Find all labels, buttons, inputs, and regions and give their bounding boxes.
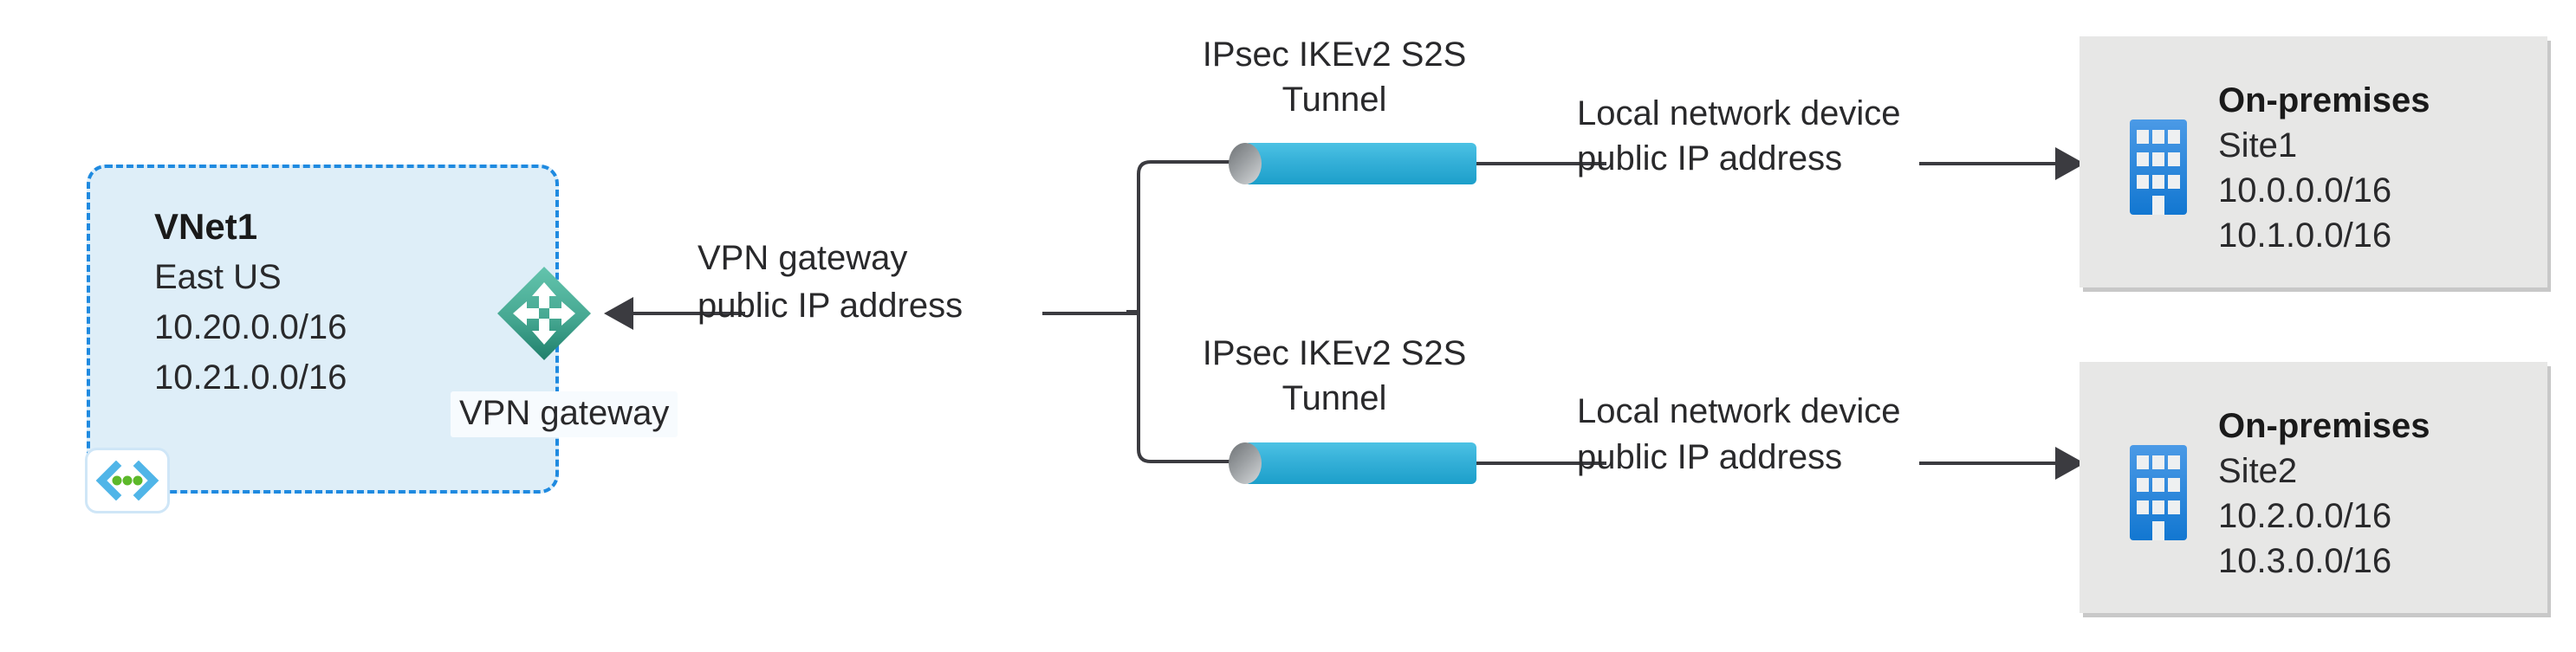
vnet-name: VNet1: [154, 206, 258, 247]
site2-name: Site2: [2218, 452, 2298, 490]
tunnel-1-arrow-line: [1919, 162, 2058, 165]
tunnel-2-arrow-line: [1919, 462, 2058, 465]
vnet-address-space-1: 10.20.0.0/16: [154, 308, 347, 346]
site1-name: Site1: [2218, 126, 2298, 165]
tunnel-2-label-line1: IPsec IKEv2 S2S: [1202, 334, 1467, 372]
on-premises-site2-card: On-premises Site2 10.2.0.0/16 10.3.0.0/1…: [2080, 362, 2547, 613]
tunnel-1-right-line: [1476, 162, 1606, 165]
vnet-address-space-2: 10.21.0.0/16: [154, 358, 347, 397]
tunnel-1-cap: [1229, 143, 1262, 184]
site1-address-space-2: 10.1.0.0/16: [2218, 216, 2392, 255]
vnet-container: [87, 165, 559, 494]
on-premises-site1-card: On-premises Site1 10.0.0.0/16 10.1.0.0/1…: [2080, 36, 2547, 287]
gateway-public-ip-label-line1: VPN gateway: [698, 239, 908, 277]
vnet-region: East US: [154, 258, 282, 296]
virtual-network-icon: [85, 448, 170, 513]
site2-address-space-2: 10.3.0.0/16: [2218, 542, 2392, 580]
gateway-public-ip-label-line2: public IP address: [698, 287, 964, 325]
tunnel-1-device-label-line2: public IP address: [1577, 139, 1843, 178]
office-building-icon: [2130, 445, 2187, 540]
tunnel-1-device-label-line1: Local network device: [1577, 94, 1901, 132]
ipsec-tunnel-1: [1229, 143, 1476, 184]
tunnel-1-body: [1244, 143, 1476, 184]
site2-address-space-1: 10.2.0.0/16: [2218, 497, 2392, 535]
tunnel-2-device-label-line2: public IP address: [1577, 438, 1843, 476]
vpn-gateway-label: VPN gateway: [451, 391, 678, 437]
tunnel-2-right-line: [1476, 462, 1606, 465]
gateway-arrowhead-icon: [604, 297, 633, 330]
ipsec-tunnel-2: [1229, 442, 1476, 484]
office-building-icon: [2130, 119, 2187, 215]
tunnel-2-label-line2: Tunnel: [1282, 379, 1387, 417]
site1-address-space-1: 10.0.0.0/16: [2218, 171, 2392, 210]
vpn-gateway-icon: [496, 265, 593, 362]
tunnel-1-label-line1: IPsec IKEv2 S2S: [1202, 36, 1467, 74]
gateway-branch-stem: [1042, 312, 1138, 315]
site1-heading: On-premises: [2218, 81, 2430, 119]
site2-heading: On-premises: [2218, 407, 2430, 445]
tunnel-1-label-line2: Tunnel: [1282, 81, 1387, 119]
gateway-arrow-line: [633, 312, 745, 315]
tunnel-2-cap: [1229, 442, 1262, 484]
tunnel-2-body: [1244, 442, 1476, 484]
tunnel-branch-connector: [1126, 160, 1248, 463]
tunnel-2-device-label-line1: Local network device: [1577, 392, 1901, 430]
